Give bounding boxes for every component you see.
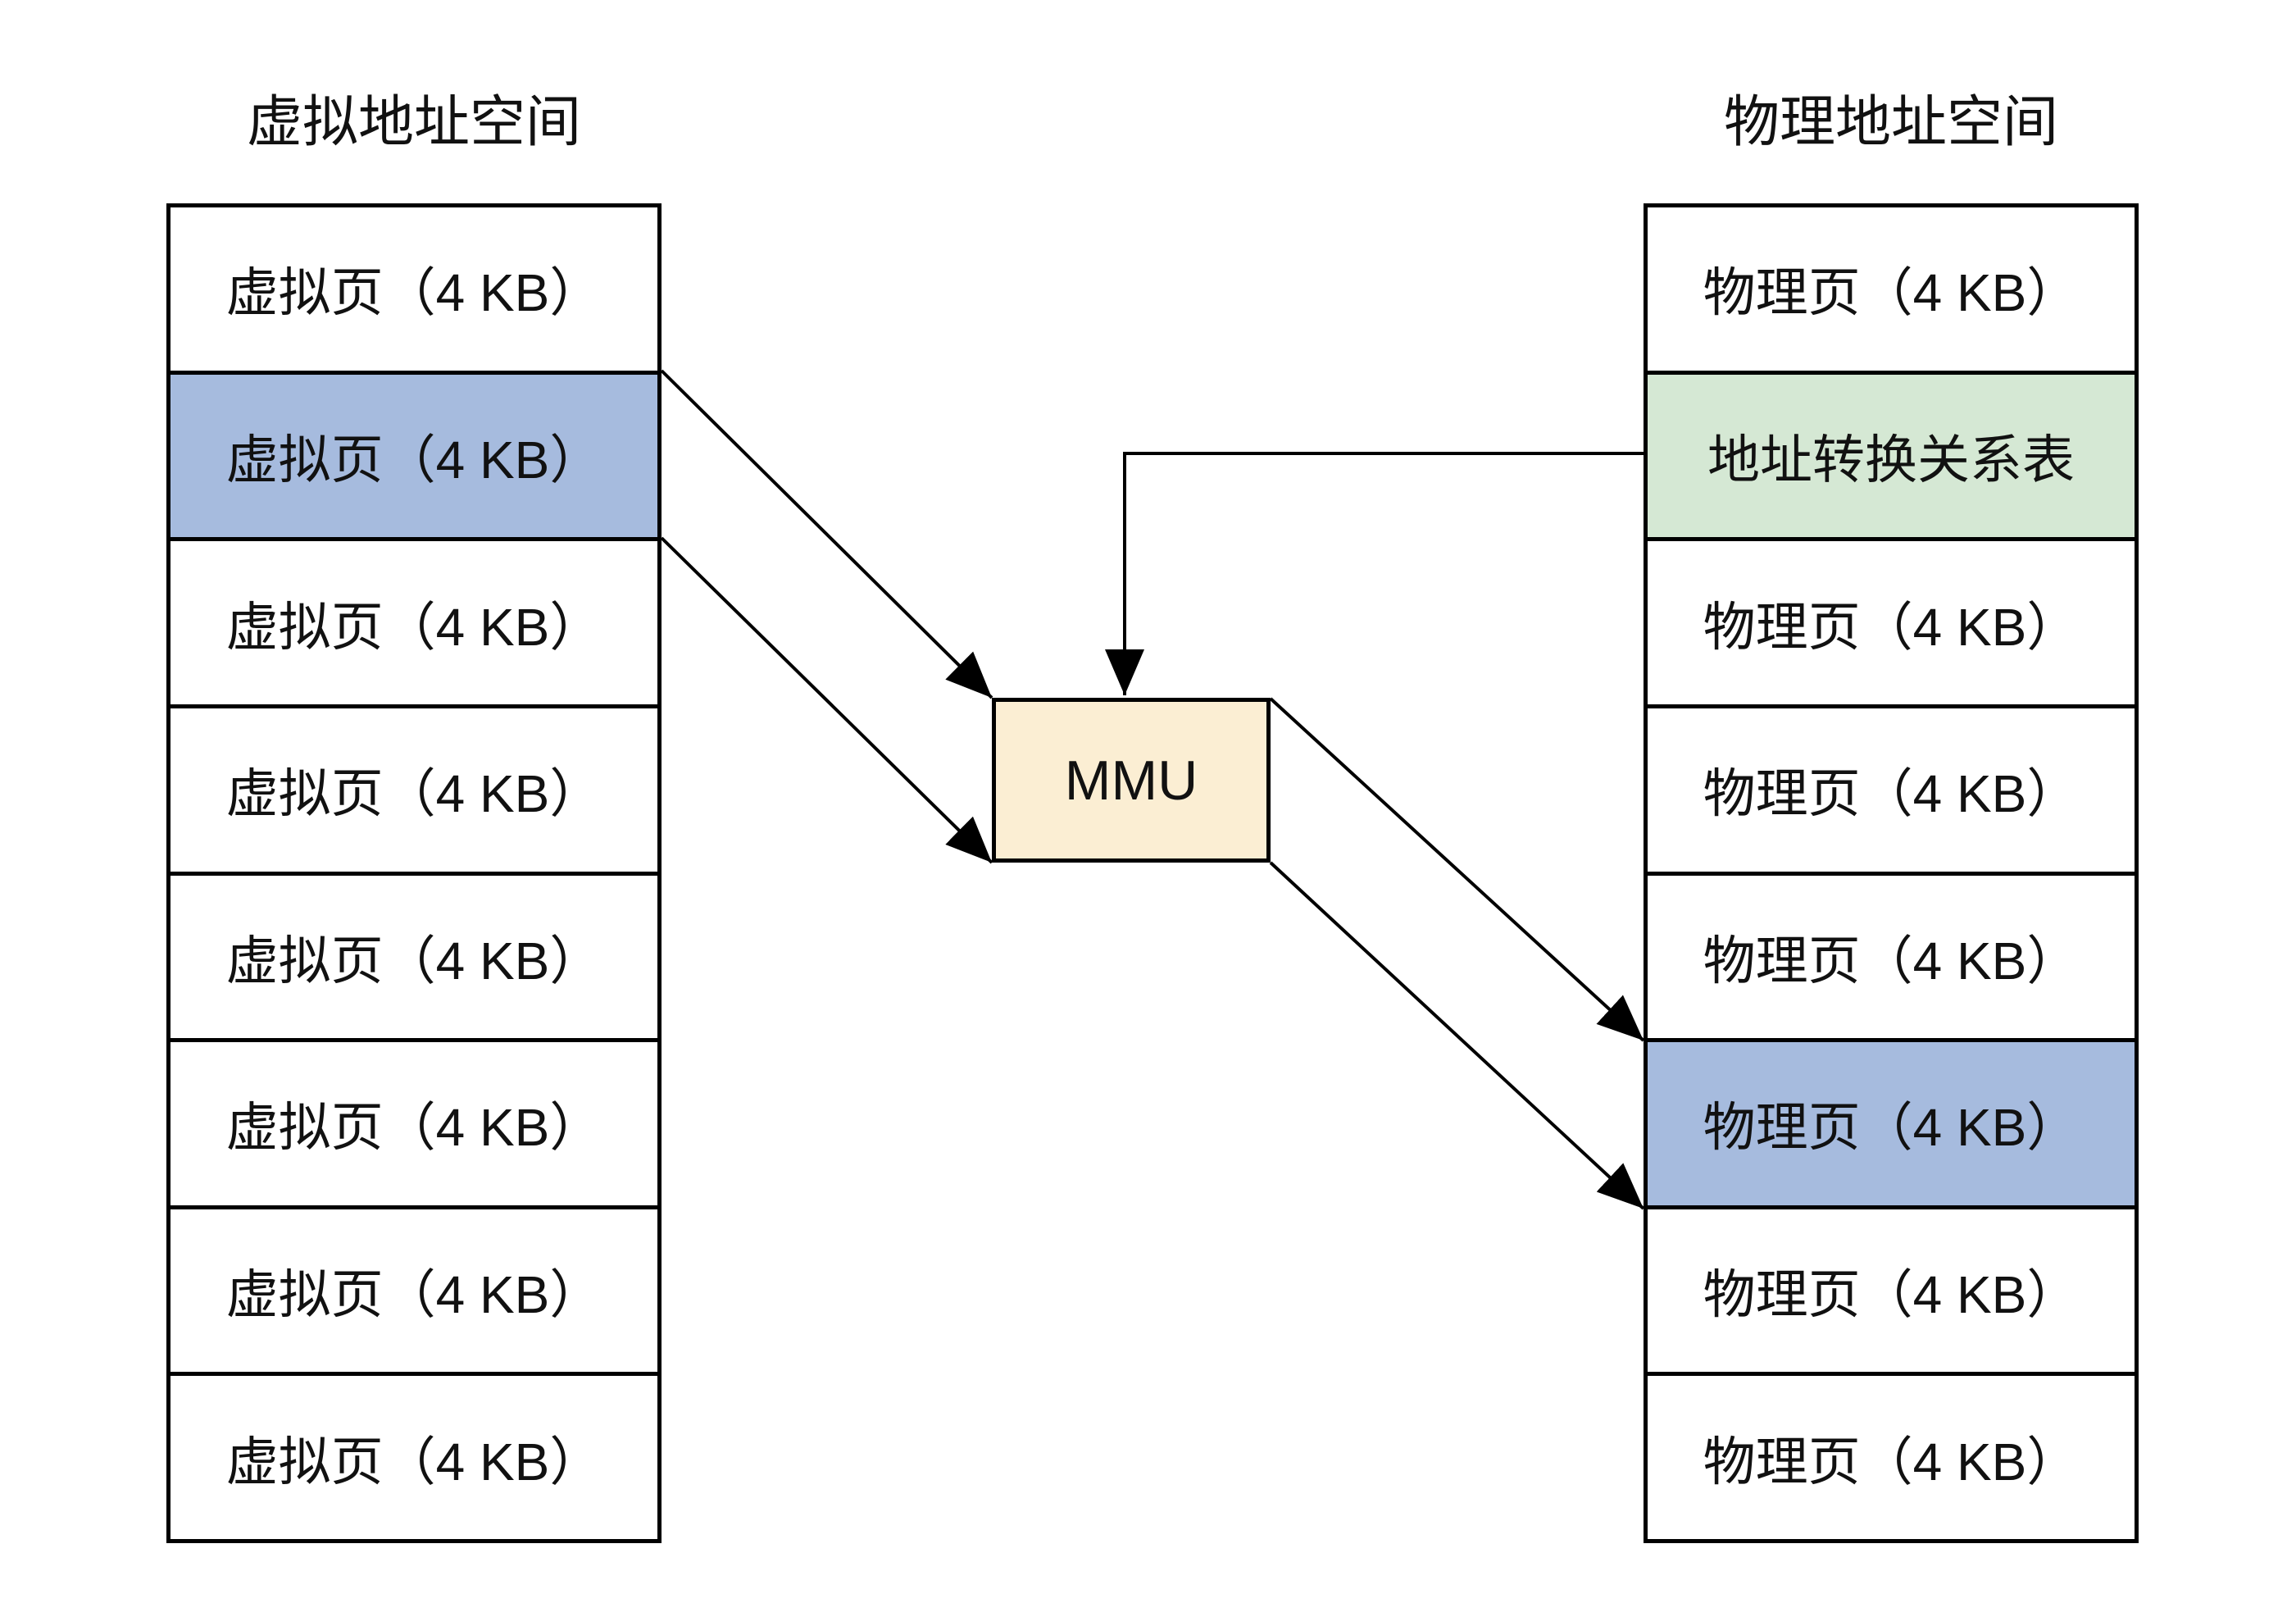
physical-page-label-3: 物理页（4 KB）	[1703, 597, 2080, 657]
virtual-page-label-8: 虚拟页（4 KB）	[225, 1432, 602, 1491]
virtual-page-row-7: 虚拟页（4 KB）	[170, 1205, 657, 1373]
physical-page-label-6: 物理页（4 KB）	[1703, 1098, 2080, 1158]
arrow-translation-table-to-mmu	[1105, 452, 1644, 695]
virtual-page-label-5: 虚拟页（4 KB）	[225, 931, 602, 990]
physical-page-label-8: 物理页（4 KB）	[1703, 1432, 2080, 1491]
physical-page-row-5: 物理页（4 KB）	[1648, 871, 2135, 1039]
virtual-page-label-3: 虚拟页（4 KB）	[225, 597, 602, 657]
physical-page-row-7: 物理页（4 KB）	[1648, 1205, 2135, 1373]
virtual-page-row-2-highlighted: 虚拟页（4 KB）	[170, 370, 657, 538]
virtual-address-space-title: 虚拟地址空间	[246, 91, 581, 153]
mmu-box: MMU	[992, 698, 1271, 863]
virtual-page-row-8: 虚拟页（4 KB）	[170, 1372, 657, 1539]
physical-address-space-column: 物理页（4 KB） 地址转换关系表 物理页（4 KB） 物理页（4 KB） 物理…	[1644, 203, 2139, 1543]
arrow-mmu-to-physical-page-bottom	[1269, 861, 1645, 1210]
virtual-page-label-7: 虚拟页（4 KB）	[225, 1265, 602, 1325]
arrow-virtual-page-top-to-mmu	[660, 369, 993, 699]
arrow-virtual-page-bottom-to-mmu	[660, 536, 993, 864]
virtual-page-label-4: 虚拟页（4 KB）	[225, 764, 602, 824]
address-translation-table-row: 地址转换关系表	[1648, 370, 2135, 538]
arrow-mmu-to-physical-page-top	[1269, 697, 1645, 1042]
physical-page-row-6-highlighted: 物理页（4 KB）	[1648, 1038, 2135, 1205]
mmu-label: MMU	[1064, 749, 1198, 812]
physical-address-space-title: 物理地址空间	[1723, 91, 2058, 153]
virtual-page-row-3: 虚拟页（4 KB）	[170, 537, 657, 704]
virtual-page-label-6: 虚拟页（4 KB）	[225, 1098, 602, 1158]
virtual-page-row-1: 虚拟页（4 KB）	[170, 207, 657, 371]
virtual-page-label-1: 虚拟页（4 KB）	[225, 263, 602, 323]
virtual-page-label-2: 虚拟页（4 KB）	[225, 430, 602, 490]
physical-page-label-5: 物理页（4 KB）	[1703, 931, 2080, 990]
virtual-page-row-5: 虚拟页（4 KB）	[170, 871, 657, 1039]
physical-page-row-8: 物理页（4 KB）	[1648, 1372, 2135, 1539]
physical-page-label-4: 物理页（4 KB）	[1703, 764, 2080, 824]
physical-page-row-3: 物理页（4 KB）	[1648, 537, 2135, 704]
virtual-address-space-column: 虚拟页（4 KB） 虚拟页（4 KB） 虚拟页（4 KB） 虚拟页（4 KB） …	[166, 203, 662, 1543]
physical-page-label-7: 物理页（4 KB）	[1703, 1265, 2080, 1325]
physical-page-row-1: 物理页（4 KB）	[1648, 207, 2135, 371]
virtual-page-row-4: 虚拟页（4 KB）	[170, 704, 657, 872]
physical-page-label-1: 物理页（4 KB）	[1703, 263, 2080, 323]
virtual-page-row-6: 虚拟页（4 KB）	[170, 1038, 657, 1205]
physical-page-row-4: 物理页（4 KB）	[1648, 704, 2135, 872]
address-translation-table-label: 地址转换关系表	[1707, 430, 2075, 490]
